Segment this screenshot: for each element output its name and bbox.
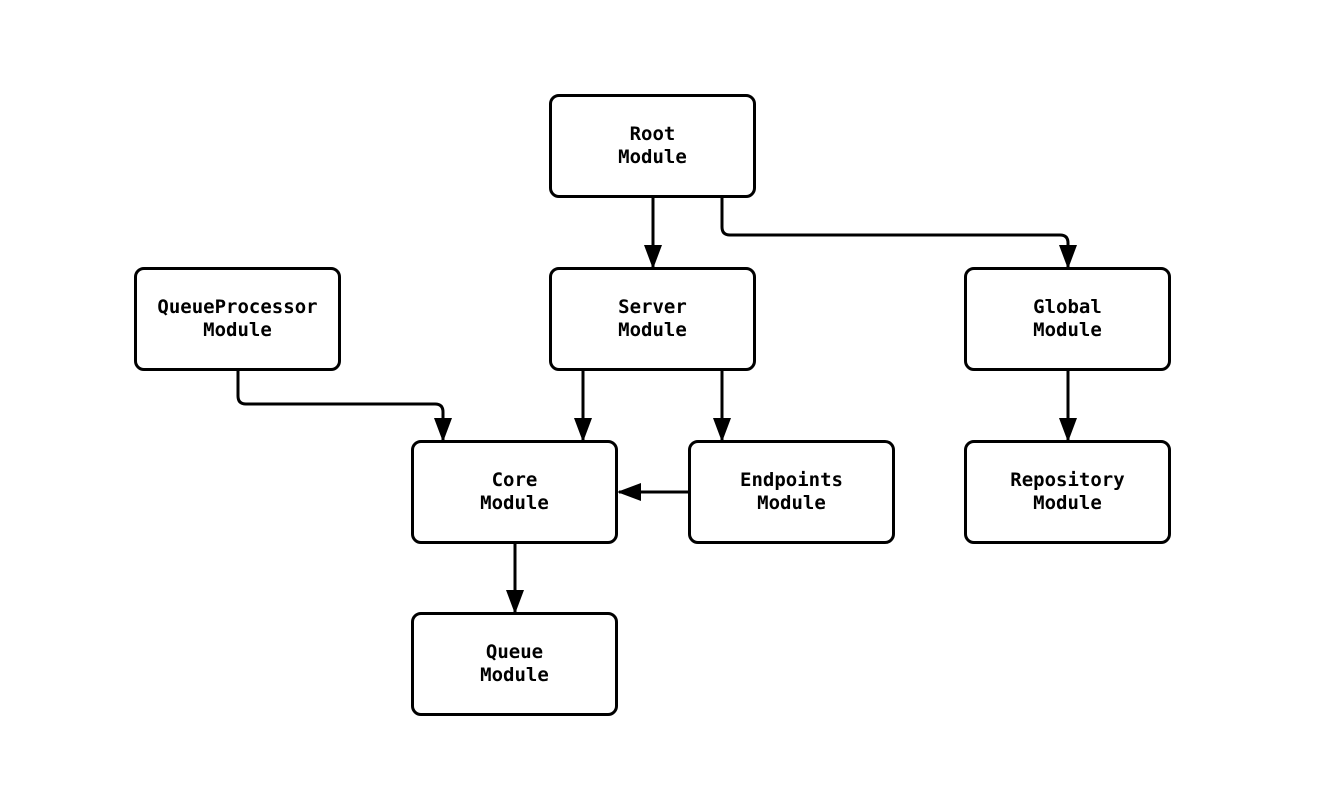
edge-queueprocessor-to-core xyxy=(236,371,452,442)
node-label-line: Endpoints xyxy=(740,469,843,491)
node-global-module: Global Module xyxy=(964,267,1171,371)
node-label-line: Global xyxy=(1033,296,1102,318)
node-label-line: Repository xyxy=(1010,469,1125,491)
node-label-line: Queue xyxy=(485,641,544,663)
node-label-line: QueueProcessor xyxy=(157,296,318,318)
node-core-module: Core Module xyxy=(411,440,618,544)
node-label-line: Module xyxy=(757,492,826,514)
node-root-module: Root Module xyxy=(549,94,756,198)
node-label-line: Root xyxy=(629,123,676,145)
node-label-line: Module xyxy=(480,664,549,686)
node-repository-module: Repository Module xyxy=(964,440,1171,544)
node-label-line: Module xyxy=(618,146,687,168)
node-label-line: Module xyxy=(203,319,272,341)
node-endpoints-module: Endpoints Module xyxy=(688,440,895,544)
node-label-line: Module xyxy=(480,492,549,514)
node-label-line: Module xyxy=(1033,319,1102,341)
node-label-line: Module xyxy=(618,319,687,341)
node-label-line: Core xyxy=(491,469,538,491)
node-server-module: Server Module xyxy=(549,267,756,371)
node-label-line: Module xyxy=(1033,492,1102,514)
node-queueprocessor-module: QueueProcessor Module xyxy=(134,267,341,371)
node-label-line: Server xyxy=(618,296,687,318)
edge-root-to-global xyxy=(720,198,1077,269)
node-queue-module: Queue Module xyxy=(411,612,618,716)
